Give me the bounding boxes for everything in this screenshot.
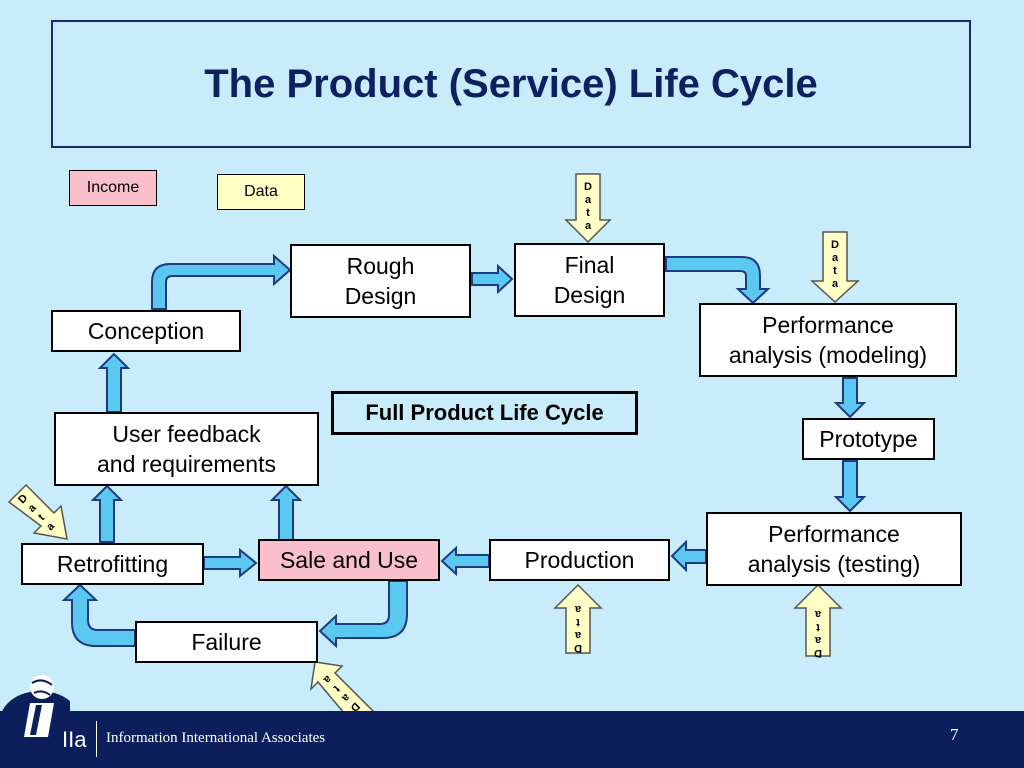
arrow-final-modeling bbox=[665, 256, 771, 305]
svg-text:a: a bbox=[832, 278, 839, 290]
arrow-retro-sale bbox=[203, 547, 258, 579]
svg-text:a: a bbox=[814, 634, 821, 646]
arrow-testing-production bbox=[670, 539, 707, 573]
title-box: The Product (Service) Life Cycle bbox=[51, 20, 971, 148]
svg-text:t: t bbox=[331, 683, 342, 694]
legend-data: Data bbox=[217, 174, 305, 210]
data-text-production: D bbox=[574, 642, 582, 654]
footer-divider bbox=[96, 721, 97, 757]
node-production[interactable]: Production bbox=[489, 539, 670, 581]
data-text-testing: D bbox=[814, 647, 822, 659]
arrow-sale-failure bbox=[318, 580, 408, 649]
data-arrow-final-design bbox=[564, 173, 612, 244]
arrow-sale-feedback bbox=[269, 484, 303, 541]
data-text-modeling: D bbox=[831, 239, 839, 251]
svg-text:a: a bbox=[574, 629, 581, 641]
arrow-production-sale bbox=[440, 545, 490, 577]
node-perf-modeling-label: Performance analysis (modeling) bbox=[728, 312, 928, 368]
node-prototype-label: Prototype bbox=[819, 426, 918, 452]
node-failure-label: Failure bbox=[191, 629, 262, 655]
data-arrow-perf-testing bbox=[793, 583, 843, 657]
svg-text:t: t bbox=[576, 616, 580, 628]
arrow-failure-retro bbox=[61, 583, 136, 647]
node-retrofitting-label: Retrofitting bbox=[56, 551, 169, 577]
node-conception-label: Conception bbox=[87, 318, 205, 344]
center-label-text: Full Product Life Cycle bbox=[365, 400, 604, 425]
legend-data-label: Data bbox=[244, 183, 278, 200]
arrow-rough-final bbox=[471, 263, 514, 295]
globe-logo-icon bbox=[0, 675, 70, 739]
svg-text:a: a bbox=[832, 252, 839, 264]
footer-bar: IIa Information International Associates… bbox=[0, 675, 1024, 768]
node-sale-and-use[interactable]: Sale and Use bbox=[258, 539, 440, 581]
node-rough-design[interactable]: Rough Design bbox=[290, 244, 471, 318]
data-arrow-perf-modeling bbox=[810, 231, 860, 304]
node-rough-design-label: Rough Design bbox=[344, 253, 417, 309]
footer-logo-text: IIa bbox=[62, 727, 87, 752]
node-perf-testing[interactable]: Performance analysis (testing) bbox=[706, 512, 962, 586]
footer-organization: Information International Associates bbox=[106, 730, 326, 746]
arrow-prototype-testing bbox=[833, 460, 867, 513]
svg-text:t: t bbox=[36, 512, 47, 523]
node-sale-and-use-label: Sale and Use bbox=[279, 547, 419, 573]
node-prototype[interactable]: Prototype bbox=[802, 418, 935, 460]
node-perf-modeling[interactable]: Performance analysis (modeling) bbox=[699, 303, 957, 377]
arrow-retro-feedback bbox=[90, 484, 124, 543]
svg-text:t: t bbox=[816, 621, 820, 633]
node-final-design[interactable]: Final Design bbox=[514, 243, 665, 317]
legend-income-label: Income bbox=[86, 179, 140, 196]
legend-income: Income bbox=[69, 170, 157, 206]
svg-text:a: a bbox=[585, 220, 592, 232]
center-label: Full Product Life Cycle bbox=[331, 391, 638, 435]
node-conception[interactable]: Conception bbox=[51, 310, 241, 352]
node-failure[interactable]: Failure bbox=[135, 621, 318, 663]
page-number: 7 bbox=[950, 725, 959, 744]
node-retrofitting[interactable]: Retrofitting bbox=[21, 543, 204, 585]
arrow-conception-rough bbox=[151, 253, 292, 310]
svg-text:t: t bbox=[586, 207, 590, 219]
svg-text:a: a bbox=[814, 608, 821, 620]
arrow-modeling-prototype bbox=[833, 377, 867, 419]
arrow-feedback-conception bbox=[97, 352, 131, 413]
node-user-feedback-label: User feedback and requirements bbox=[97, 421, 276, 477]
data-text-final: D bbox=[584, 181, 592, 193]
svg-text:a: a bbox=[585, 194, 592, 206]
node-user-feedback[interactable]: User feedback and requirements bbox=[54, 412, 319, 486]
slide-title: The Product (Service) Life Cycle bbox=[204, 61, 818, 106]
svg-text:a: a bbox=[574, 603, 581, 615]
svg-text:t: t bbox=[833, 265, 837, 277]
node-perf-testing-label: Performance analysis (testing) bbox=[747, 521, 921, 577]
node-final-design-label: Final Design bbox=[553, 252, 626, 308]
data-arrow-retrofitting bbox=[7, 483, 68, 540]
node-production-label: Production bbox=[524, 547, 635, 573]
data-arrow-production bbox=[553, 583, 603, 654]
